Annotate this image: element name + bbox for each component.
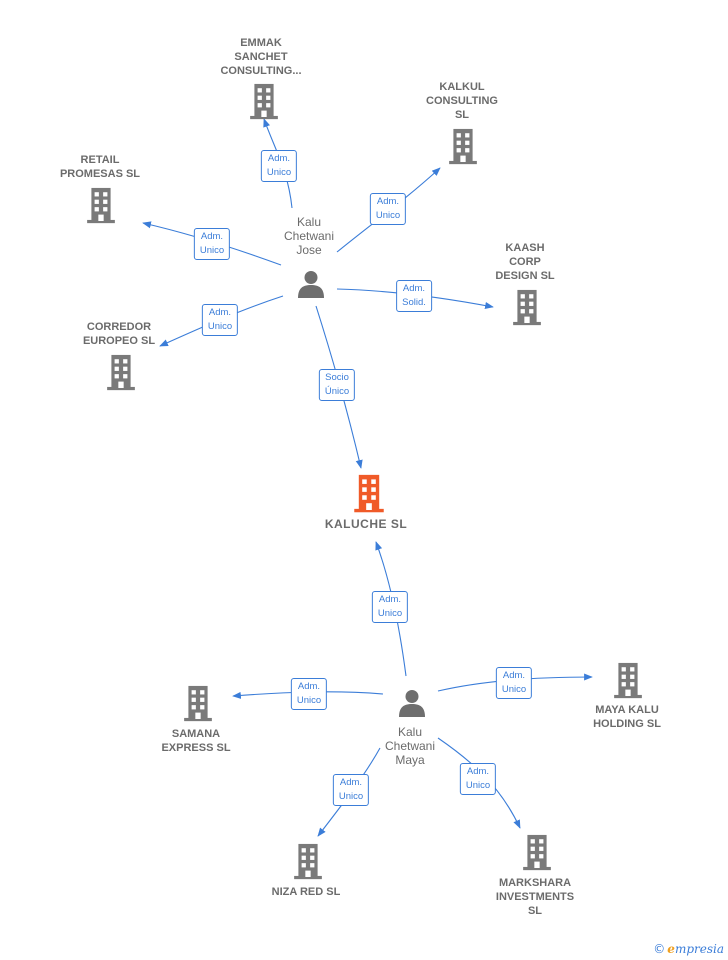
node-label-line: INVESTMENTS <box>495 891 575 903</box>
building-icon[interactable] <box>184 685 212 722</box>
relation-label-line: Socio <box>325 372 349 383</box>
person-icon[interactable] <box>298 271 324 298</box>
node-label-line: PROMESAS SL <box>59 168 141 180</box>
relation-label-line: Unico <box>377 608 403 619</box>
node-label-line: EXPRESS SL <box>161 742 231 754</box>
relation-label[interactable]: Adm. Solid. <box>396 280 432 312</box>
relation-label-line: Unico <box>338 791 364 802</box>
node-label-line: KALUCHE SL <box>324 517 408 531</box>
copyright-symbol: © <box>653 942 666 956</box>
node-label-line: HOLDING SL <box>593 718 661 730</box>
company-name[interactable]: MAYA KALU HOLDING SL <box>593 703 661 731</box>
node-label-line: Kalu <box>296 215 322 229</box>
building-icon[interactable] <box>107 354 135 391</box>
relation-label[interactable]: Adm. Unico <box>290 678 328 710</box>
relation-label-line: Unico <box>199 245 225 256</box>
relation-label[interactable]: Adm. Unico <box>193 228 231 260</box>
relation-label-line: Adm. <box>402 283 426 294</box>
relation-label-line: Unico <box>296 695 322 706</box>
relation-label-line: Adm. <box>339 777 363 788</box>
relation-label[interactable]: Adm. Unico <box>332 774 370 806</box>
relation-label-line: Adm. <box>208 307 232 318</box>
logo-initial: e <box>667 942 675 956</box>
relation-label-line: Adm. <box>502 670 526 681</box>
relation-label[interactable]: Adm. Unico <box>459 763 497 795</box>
building-icon[interactable] <box>87 187 115 224</box>
company-name[interactable]: KALKUL CONSULTING SL <box>426 80 498 122</box>
relation-label[interactable]: Adm. Unico <box>260 150 298 182</box>
node-label-line: SANCHET <box>234 51 288 63</box>
node-label-line: DESIGN SL <box>495 270 555 282</box>
node-label-line: CONSULTING... <box>220 65 302 77</box>
node-label-line: NIZA RED SL <box>271 886 341 898</box>
logo-text: mpresia <box>674 942 724 956</box>
node-label-line: MARKSHARA <box>498 877 572 889</box>
relation-label-line: Único <box>324 386 350 397</box>
company-name[interactable]: RETAIL PROMESAS SL <box>60 153 140 181</box>
node-label-line: SAMANA <box>171 728 221 740</box>
building-icon[interactable] <box>294 843 322 880</box>
node-label-line: Jose <box>296 243 322 257</box>
person-icon[interactable] <box>399 690 425 717</box>
relation-label-line: Unico <box>375 210 401 221</box>
company-name[interactable]: SAMANA EXPRESS SL <box>161 727 230 755</box>
relation-label-line: Unico <box>465 780 491 791</box>
empresia-logo[interactable]: ©empresia <box>653 942 724 956</box>
relation-label-line: Adm. <box>376 196 400 207</box>
node-label-line: EMMAK <box>240 37 282 49</box>
building-icon[interactable] <box>250 83 278 120</box>
node-label-line: MAYA KALU <box>595 704 659 716</box>
building-icon[interactable] <box>513 289 541 326</box>
company-name[interactable]: EMMAK SANCHET CONSULTING... <box>220 36 301 78</box>
building-icon[interactable] <box>354 474 384 513</box>
relation-label[interactable]: Adm. Unico <box>371 591 409 623</box>
building-icon[interactable] <box>614 662 642 699</box>
relation-label-line: Adm. <box>200 231 224 242</box>
node-label-line: KALKUL <box>439 81 485 93</box>
relation-label[interactable]: Adm. Unico <box>201 304 239 336</box>
company-name[interactable]: CORREDOR EUROPEO SL <box>83 320 155 348</box>
company-name[interactable]: KAASH CORP DESIGN SL <box>495 241 554 283</box>
relation-label-line: Unico <box>501 684 527 695</box>
relation-label-line: Adm. <box>267 153 291 164</box>
relation-label-line: Solid. <box>402 297 426 308</box>
node-label-line: Kalu <box>397 725 423 739</box>
node-label-line: Maya <box>395 753 425 767</box>
node-label-line: Chetwani <box>384 739 436 753</box>
relation-label[interactable]: Adm. Unico <box>369 193 407 225</box>
building-icon[interactable] <box>523 834 551 871</box>
company-name[interactable]: MARKSHARA INVESTMENTS SL <box>496 876 574 918</box>
relation-label-line: Unico <box>266 167 292 178</box>
company-name[interactable]: KALUCHE SL <box>325 517 407 531</box>
node-label-line: SL <box>527 905 543 917</box>
node-label-line: CORP <box>509 256 541 268</box>
node-label-line: CORREDOR <box>86 321 152 333</box>
relation-label-line: Adm. <box>378 594 402 605</box>
node-label-line: KAASH <box>505 242 545 254</box>
node-label-line: RETAIL <box>80 154 120 166</box>
building-icon[interactable] <box>449 128 477 165</box>
relation-label-line: Adm. <box>466 766 490 777</box>
relation-label-line: Adm. <box>297 681 321 692</box>
node-label-line: CONSULTING <box>426 95 498 107</box>
relation-label-line: Unico <box>207 321 233 332</box>
node-label-line: EUROPEO SL <box>82 335 156 347</box>
node-label-line: SL <box>454 109 470 121</box>
relation-label[interactable]: Adm. Unico <box>495 667 533 699</box>
node-label-line: Chetwani <box>283 229 335 243</box>
company-name[interactable]: NIZA RED SL <box>272 885 341 899</box>
